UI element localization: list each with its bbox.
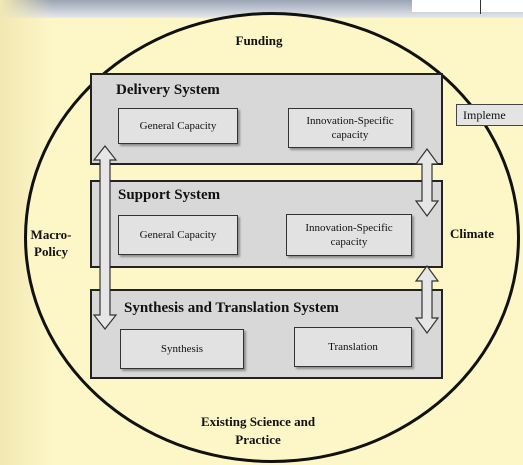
delivery-innovation-capacity: Innovation-Specific capacity (288, 108, 412, 148)
macro-policy-label: Macro- Policy (24, 226, 78, 260)
existing-science-label: Existing Science and Practice (170, 413, 346, 449)
delivery-general-capacity: General Capacity (118, 108, 238, 144)
funding-label: Funding (235, 33, 283, 48)
implementation-label: Impleme (463, 108, 506, 122)
delivery-innovation-line1: Innovation-Specific (306, 115, 394, 127)
delivery-system-box: Delivery System General Capacity Innovat… (90, 73, 443, 165)
translation-box: Translation (294, 327, 412, 367)
synthesis-label: Synthesis (160, 343, 204, 355)
synthesis-box: Synthesis (120, 329, 244, 369)
synthesis-translation-title: Synthesis and Translation System (124, 300, 339, 316)
existing-science-line2: Practice (235, 432, 281, 447)
top-strip-blank (412, 0, 523, 12)
support-synthesis-double-arrow (414, 264, 440, 335)
synthesis-translation-system-box: Synthesis and Translation System Synthes… (90, 289, 443, 379)
left-vertical-double-arrow (92, 145, 118, 330)
macro-policy-line1: Macro- (30, 227, 72, 242)
translation-label: Translation (328, 341, 378, 353)
support-general-capacity: General Capacity (118, 215, 238, 255)
support-system-title: Support System (118, 187, 221, 203)
window-top-strip (0, 0, 523, 18)
delivery-innovation-line2: capacity (331, 129, 369, 141)
support-innovation-line2: capacity (330, 236, 368, 248)
delivery-general-label: General Capacity (139, 120, 217, 132)
macro-policy-line2: Policy (34, 244, 68, 259)
existing-science-line1: Existing Science and (200, 414, 316, 429)
support-general-label: General Capacity (139, 229, 217, 241)
support-innovation-capacity: Innovation-Specific capacity (286, 214, 412, 256)
delivery-system-title: Delivery System (116, 82, 220, 98)
top-strip-divider (480, 0, 481, 14)
delivery-support-double-arrow (414, 147, 440, 218)
climate-label: Climate (449, 226, 495, 241)
implementation-box: Impleme (456, 104, 523, 126)
support-system-box: Support System General Capacity Innovati… (90, 180, 443, 268)
support-innovation-line1: Innovation-Specific (305, 222, 393, 234)
